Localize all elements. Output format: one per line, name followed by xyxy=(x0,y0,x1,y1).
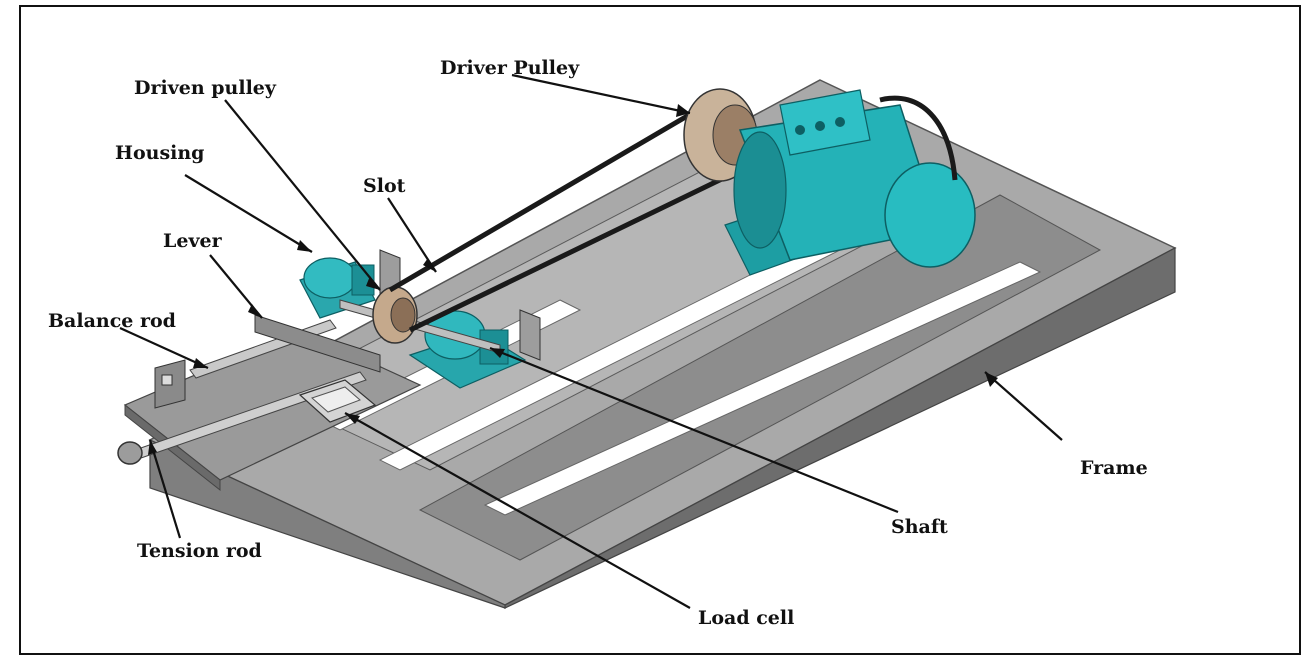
lever xyxy=(254,314,381,373)
belt xyxy=(388,95,732,333)
motor xyxy=(724,89,976,276)
load-cell xyxy=(298,379,377,423)
label-slot: Slot xyxy=(363,175,406,197)
leader-lines xyxy=(119,73,1063,609)
label-driver-pulley: Driver Pulley xyxy=(440,57,580,79)
driven-pulley xyxy=(372,286,418,344)
label-shaft: Shaft xyxy=(891,516,948,538)
label-lever: Lever xyxy=(163,230,222,252)
figure-border xyxy=(19,5,1301,655)
label-load-cell: Load cell xyxy=(698,607,795,629)
leader-arrowheads xyxy=(148,104,998,455)
label-balance-rod: Balance rod xyxy=(48,310,176,332)
label-tension-rod: Tension rod xyxy=(137,540,262,562)
housing-bearing-1 xyxy=(299,257,376,319)
label-frame: Frame xyxy=(1080,457,1148,479)
label-driven-pulley: Driven pulley xyxy=(134,77,276,99)
label-housing: Housing xyxy=(115,142,205,164)
